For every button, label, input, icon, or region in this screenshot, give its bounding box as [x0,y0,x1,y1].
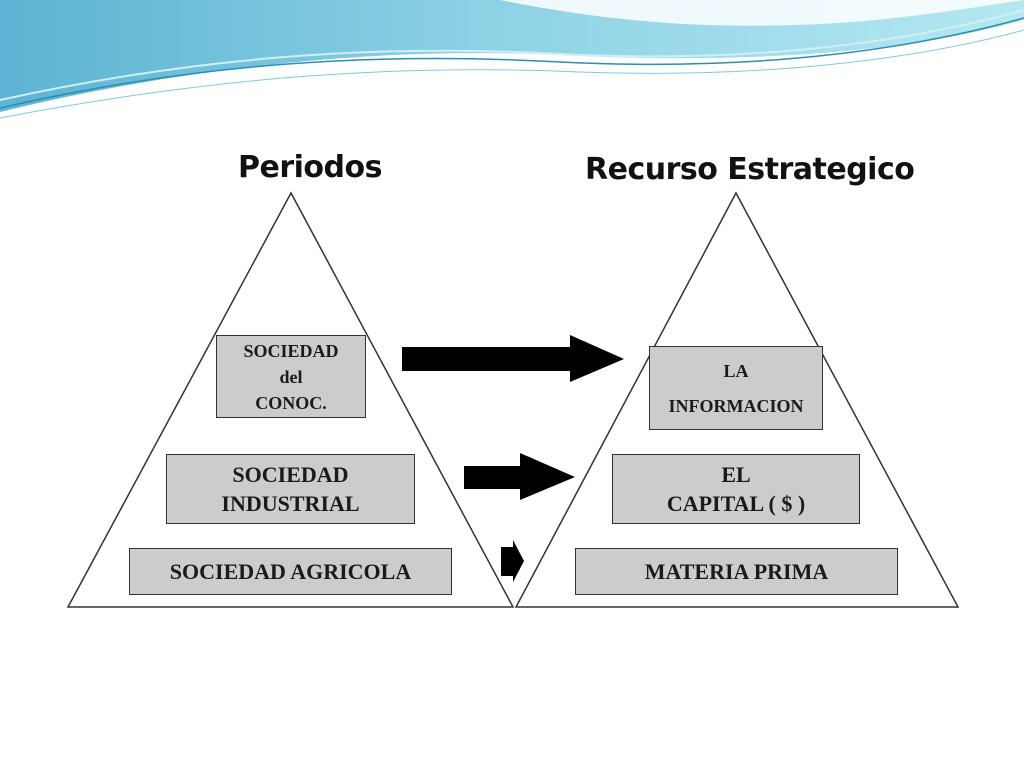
resource-capital: EL CAPITAL ( $ ) [612,454,860,524]
box-label: CAPITAL ( $ ) [666,491,806,516]
resource-information: LA INFORMACION [649,346,823,430]
box-label: MATERIA PRIMA [644,559,829,584]
box-label: EL [721,462,751,487]
period-industrial-society: SOCIEDAD INDUSTRIAL [166,454,415,524]
arrow-middle [464,453,575,500]
box-label: INDUSTRIAL [221,491,360,516]
period-agricultural-society: SOCIEDAD AGRICOLA [129,548,452,595]
box-label: SOCIEDAD AGRICOLA [169,559,412,584]
periods-title: Periodos [238,150,382,185]
box-label: SOCIEDAD [243,340,339,361]
decorative-wave-banner [0,0,1024,119]
box-label: INFORMACION [668,395,804,416]
arrow-bottom [501,540,524,582]
period-knowledge-society: SOCIEDAD del CONOC. [216,335,366,418]
strategic-resource-title: Recurso Estrategico [585,152,915,187]
resource-raw-material: MATERIA PRIMA [575,548,898,595]
box-label: CONOC. [255,392,327,413]
box-label: del [279,366,303,387]
arrow-top [402,335,624,382]
box-label: LA [723,360,749,381]
box-label: SOCIEDAD [232,462,349,487]
